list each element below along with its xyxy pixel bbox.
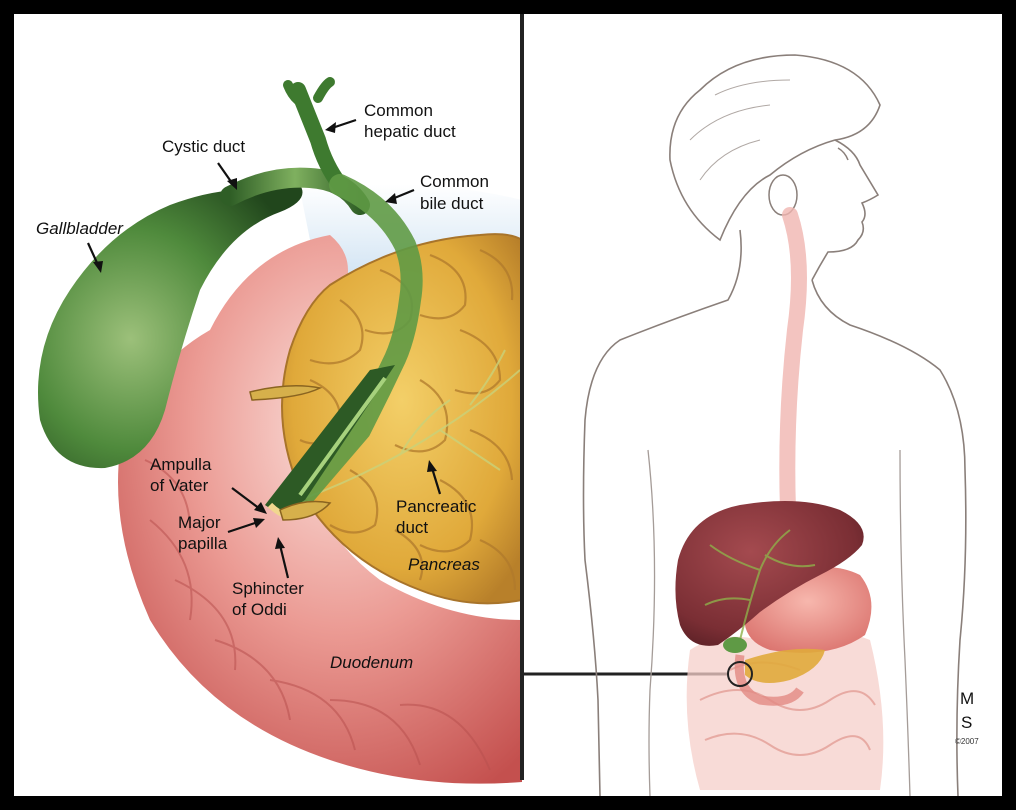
svg-text:papilla: papilla bbox=[178, 534, 228, 553]
svg-text:bile duct: bile duct bbox=[420, 194, 484, 213]
svg-text:S: S bbox=[961, 713, 972, 732]
svg-text:of Oddi: of Oddi bbox=[232, 600, 287, 619]
svg-text:Duodenum: Duodenum bbox=[330, 653, 413, 672]
svg-text:duct: duct bbox=[396, 518, 428, 537]
svg-text:Common: Common bbox=[364, 101, 433, 120]
svg-text:Sphincter: Sphincter bbox=[232, 579, 304, 598]
svg-text:Major: Major bbox=[178, 513, 221, 532]
svg-text:Gallbladder: Gallbladder bbox=[36, 219, 124, 238]
svg-text:Ampulla: Ampulla bbox=[150, 455, 212, 474]
svg-text:Pancreatic: Pancreatic bbox=[396, 497, 477, 516]
svg-text:©2007: ©2007 bbox=[955, 737, 979, 746]
label-duodenum: Duodenum bbox=[330, 653, 413, 672]
label-pancreas: Pancreas bbox=[408, 555, 480, 574]
svg-text:Pancreas: Pancreas bbox=[408, 555, 480, 574]
svg-text:Common: Common bbox=[420, 172, 489, 191]
svg-text:hepatic duct: hepatic duct bbox=[364, 122, 456, 141]
svg-text:Cystic duct: Cystic duct bbox=[162, 137, 245, 156]
svg-text:of Vater: of Vater bbox=[150, 476, 209, 495]
svg-text:M: M bbox=[960, 689, 974, 708]
